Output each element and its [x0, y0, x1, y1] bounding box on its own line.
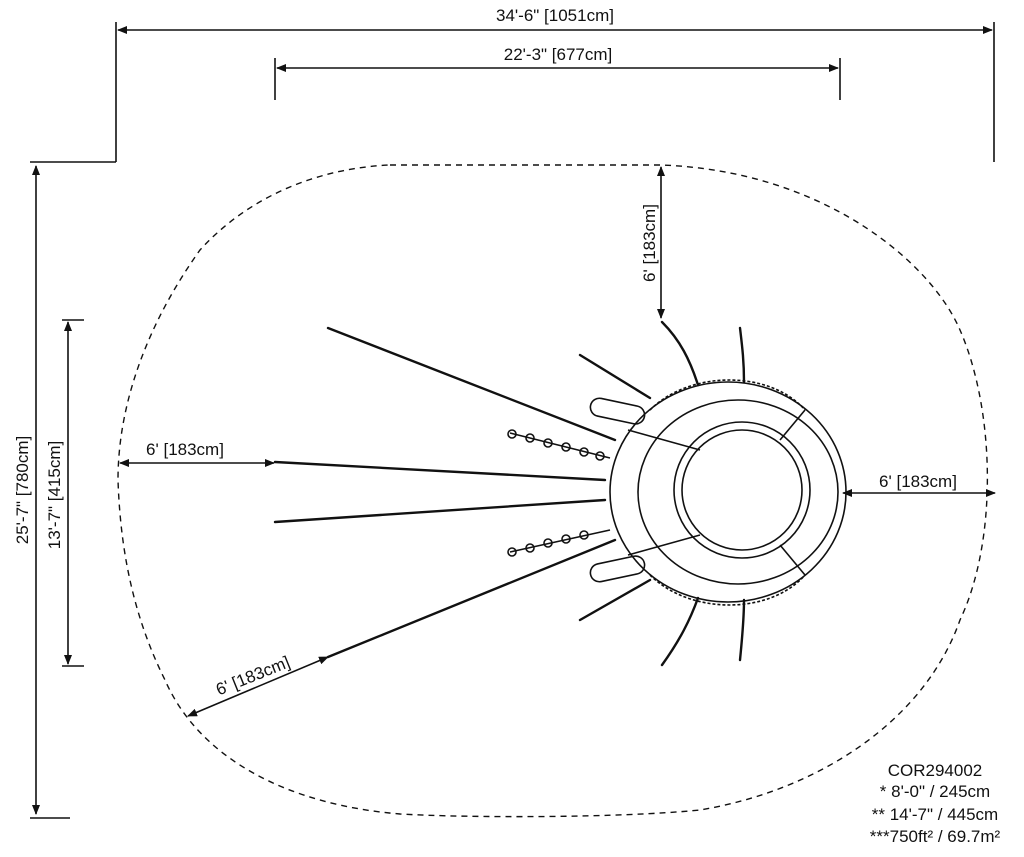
height-note-1: * 8'-0" / 245cm — [880, 782, 990, 801]
model-number: COR294002 — [888, 761, 983, 780]
equipment-depth-dimension: 13'-7" [415cm] — [45, 319, 84, 667]
clearance-diagonal-label: 6' [183cm] — [213, 653, 292, 700]
safety-zone-outline — [117, 164, 989, 818]
carousel-equipment — [273, 320, 847, 667]
clearance-left-dimension: 6' [183cm] — [119, 440, 275, 467]
clearance-top-dimension: 6' [183cm] — [640, 166, 665, 319]
clearance-top-label: 6' [183cm] — [640, 204, 659, 282]
overall-width-label: 34'-6" [1051cm] — [496, 6, 614, 25]
clearance-right-label: 6' [183cm] — [879, 472, 957, 491]
clearance-diagonal-dimension: 6' [183cm] — [187, 653, 329, 717]
equipment-width-dimension: 22'-3" [677cm] — [274, 45, 841, 100]
area-note: ***750ft² / 69.7m² — [870, 827, 1001, 846]
clearance-right-dimension: 6' [183cm] — [842, 472, 996, 497]
height-note-2: ** 14'-7" / 445cm — [872, 805, 998, 824]
overall-width-dimension: 34'-6" [1051cm] — [30, 6, 995, 163]
equipment-width-label: 22'-3" [677cm] — [504, 45, 613, 64]
notes-block: COR294002 * 8'-0" / 245cm ** 14'-7" / 44… — [870, 761, 1001, 846]
overall-depth-dimension: 25'-7" [780cm] — [13, 165, 70, 819]
clearance-left-label: 6' [183cm] — [146, 440, 224, 459]
equipment-depth-label: 13'-7" [415cm] — [45, 441, 64, 550]
overall-depth-label: 25'-7" [780cm] — [13, 436, 32, 545]
